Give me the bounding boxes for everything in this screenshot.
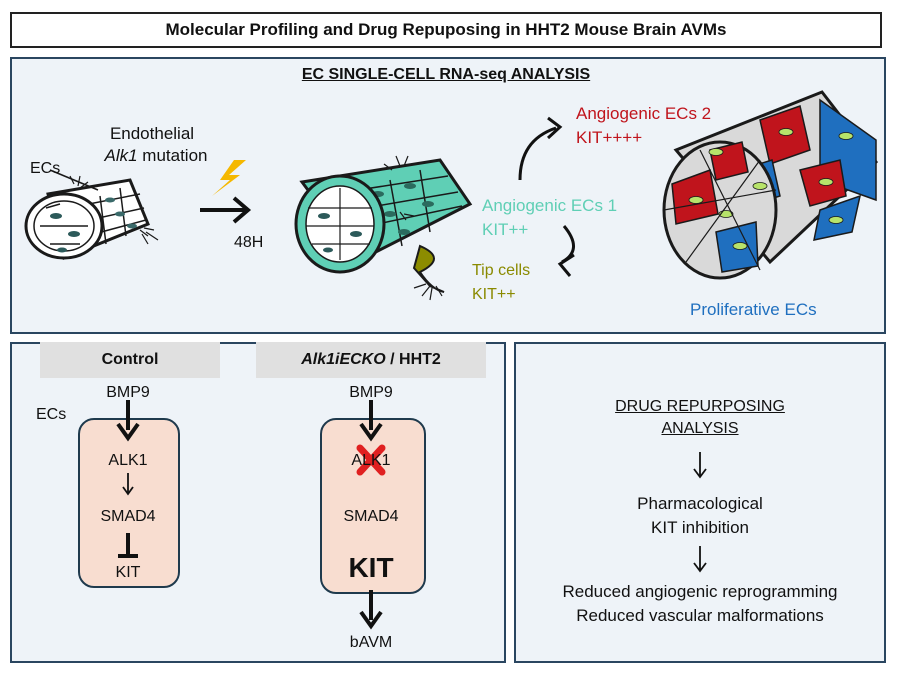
ecs-label-top: ECs: [30, 160, 61, 177]
mutant-header-text: Alk1iECKO / HHT2: [301, 351, 441, 369]
mutant-header-suffix: / HHT2: [385, 351, 441, 368]
control-header-text: Control: [101, 351, 159, 368]
drug-step-line1: Pharmacological: [637, 494, 763, 513]
mutation-gene: Alk1: [104, 146, 138, 165]
mutant-alk1: ALK1: [351, 452, 391, 469]
mutant-header-gene: Alk1iECKO: [301, 351, 386, 368]
tip-cells-kit: KIT++: [472, 286, 516, 303]
mutant-bavm: bAVM: [349, 634, 393, 651]
arrow-to-angiogenic2: [518, 126, 557, 181]
time-arrow: [200, 196, 252, 224]
figure-title-text: Molecular Profiling and Drug Repuposing …: [165, 20, 727, 39]
drug-repurposing-panel: [514, 342, 886, 663]
blocked-x-icon: [356, 444, 386, 476]
mutated-vessel: [294, 155, 473, 301]
control-ecs-label: ECs: [36, 406, 67, 423]
time-label: 48H: [234, 234, 264, 251]
drug-result-line1: Reduced angiogenic reprogramming: [562, 582, 838, 601]
figure-title: Molecular Profiling and Drug Repuposing …: [10, 12, 882, 48]
mutant-header: Alk1iECKO / HHT2: [256, 342, 486, 378]
mutation-label-line2: Alk1 mutation: [104, 146, 207, 166]
angiogenic2-kit: KIT++++: [576, 128, 643, 147]
normal-vessel: [24, 169, 159, 261]
mutant-cell: [320, 418, 426, 594]
lightning-icon: [212, 160, 246, 196]
tip-cells-name: Tip cells: [472, 262, 531, 279]
control-kit: KIT: [115, 564, 141, 581]
control-header: Control: [40, 342, 220, 378]
control-alk1: ALK1: [108, 452, 148, 469]
mutant-smad4: SMAD4: [343, 508, 399, 525]
angiogenic2-name: Angiogenic ECs 2: [576, 104, 712, 123]
angiogenic1-kit: KIT++: [482, 220, 529, 239]
control-cell: [78, 418, 180, 588]
drug-heading-line1: DRUG REPURPOSING: [615, 398, 785, 415]
control-bmp9: BMP9: [106, 384, 150, 401]
mutant-bmp9: BMP9: [349, 384, 393, 401]
proliferative-vessel: [662, 90, 879, 280]
mutant-kit: KIT: [348, 552, 394, 583]
angiogenic1-name: Angiogenic ECs 1: [482, 196, 618, 215]
drug-heading-line2: ANALYSIS: [661, 420, 739, 437]
proliferative-label: Proliferative ECs: [690, 300, 817, 319]
drug-result-line2: Reduced vascular malformations: [576, 606, 824, 625]
control-smad4: SMAD4: [100, 508, 156, 525]
drug-step-line2: KIT inhibition: [651, 518, 749, 537]
mutation-label-line1: Endothelial: [109, 124, 195, 143]
scrna-heading: EC SINGLE-CELL RNA-seq ANALYSIS: [301, 66, 591, 83]
mutation-suffix: mutation: [137, 146, 208, 165]
